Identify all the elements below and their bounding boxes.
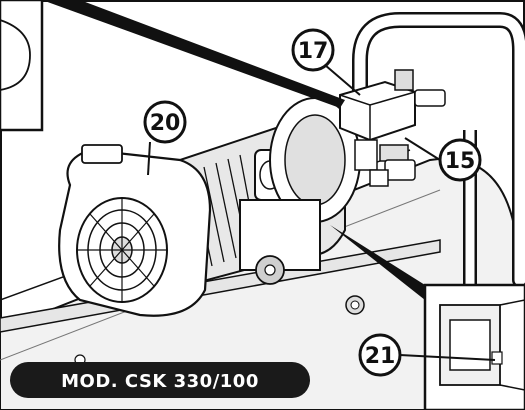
fan-grille-icon bbox=[58, 144, 212, 317]
model-label: MOD. CSK 330/100 bbox=[61, 371, 259, 392]
model-badge: MOD. CSK 330/100 bbox=[10, 362, 310, 398]
svg-text:21: 21 bbox=[365, 344, 396, 369]
callout-15: 15 bbox=[438, 138, 482, 182]
inset-bottom-right bbox=[330, 225, 525, 410]
callout-17: 17 bbox=[291, 28, 335, 72]
svg-text:17: 17 bbox=[298, 39, 329, 64]
leader-lines bbox=[147, 64, 496, 361]
svg-text:20: 20 bbox=[150, 111, 181, 136]
inset-top-left bbox=[0, 0, 345, 132]
pressure-switch-icon bbox=[339, 69, 446, 187]
svg-text:15: 15 bbox=[445, 149, 476, 174]
callout-21: 21 bbox=[358, 333, 402, 377]
callout-20: 20 bbox=[143, 100, 187, 144]
